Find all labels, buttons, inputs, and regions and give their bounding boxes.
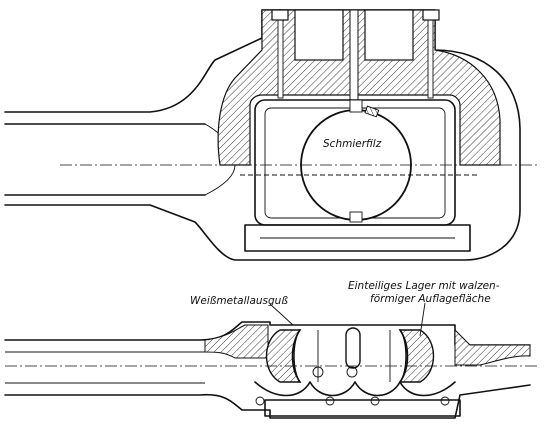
upper-bolt-pocket-right	[364, 9, 414, 61]
upper-bolt-pocket-left	[294, 9, 344, 61]
label-lager-line1: Einteiliges Lager mit walzen-	[348, 280, 500, 292]
label-weissmetall: Weißmetallausguß	[190, 295, 288, 307]
upper-connecting-rod-view	[4, 9, 540, 261]
label-lager-line2: förmiger Auflagefläche	[370, 293, 491, 305]
lower-connecting-rod-view	[4, 321, 540, 419]
upper-rod-shank	[4, 9, 521, 261]
lower-center-slot	[345, 327, 361, 369]
felt-pad	[364, 105, 380, 118]
label-schmierfilz: Schmierfilz	[323, 138, 382, 150]
